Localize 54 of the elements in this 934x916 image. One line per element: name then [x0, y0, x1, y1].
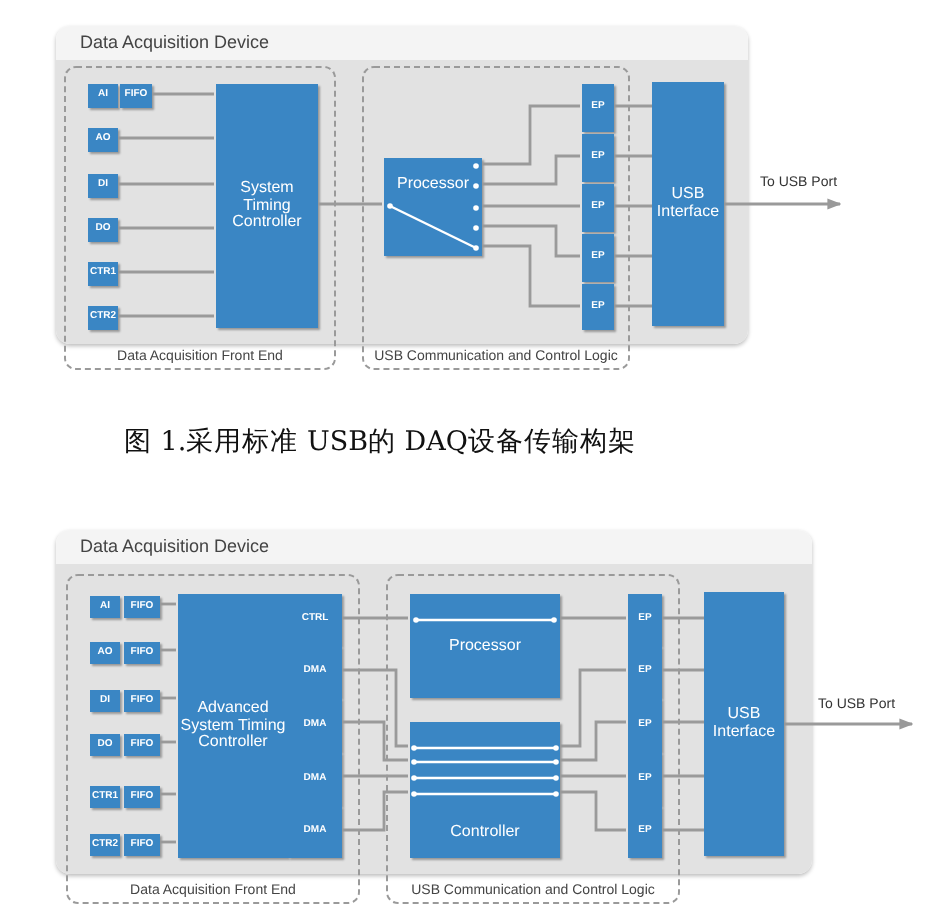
connector	[612, 204, 652, 208]
connector	[660, 668, 704, 672]
connector	[158, 602, 176, 606]
connector	[612, 104, 652, 108]
connector	[316, 202, 382, 206]
arrow	[784, 718, 914, 730]
connector	[612, 154, 652, 158]
connector	[480, 154, 580, 186]
arrow	[724, 198, 842, 210]
connector	[660, 616, 704, 620]
panel-title: Data Acquisition Device	[80, 536, 270, 556]
connector	[558, 668, 626, 748]
connector	[480, 244, 580, 308]
connector	[480, 204, 580, 208]
connector	[660, 774, 704, 778]
interface-box: USB Interface	[652, 82, 724, 326]
dashed-group	[362, 66, 630, 370]
connector	[612, 254, 652, 258]
connector	[558, 720, 626, 762]
connector	[116, 270, 214, 274]
connector	[116, 314, 214, 318]
connector	[340, 790, 408, 832]
connector	[158, 792, 176, 796]
processor-box: Processor	[384, 158, 482, 256]
connector	[558, 774, 626, 778]
figure-caption: 图 1.采用标准 USB的 DAQ设备传输构架	[124, 424, 636, 460]
controller-box: Controller	[410, 722, 560, 858]
dashed-group	[386, 574, 680, 904]
interface-box: USB Interface	[704, 592, 784, 856]
connector	[340, 616, 408, 620]
controller-box: Advanced System Timing Controller	[178, 594, 288, 858]
connector	[158, 648, 176, 652]
connector	[340, 668, 408, 748]
connector	[480, 224, 580, 258]
connector	[116, 136, 214, 140]
controller-box: System Timing Controller	[216, 84, 318, 328]
connector	[660, 720, 704, 724]
connector	[158, 740, 176, 744]
connector	[660, 828, 704, 832]
panel-title: Data Acquisition Device	[80, 32, 270, 52]
dashed-group	[64, 66, 336, 370]
connector	[158, 696, 176, 700]
connector	[340, 774, 408, 778]
connector	[116, 226, 214, 230]
connector	[158, 840, 176, 844]
processor-box: Processor	[410, 594, 560, 698]
dashed-group	[66, 574, 360, 904]
connector	[480, 104, 580, 166]
connector	[340, 720, 408, 762]
connector	[558, 790, 626, 832]
connector	[612, 304, 652, 308]
connector	[558, 616, 626, 620]
connector	[116, 182, 214, 186]
connector	[150, 92, 214, 96]
